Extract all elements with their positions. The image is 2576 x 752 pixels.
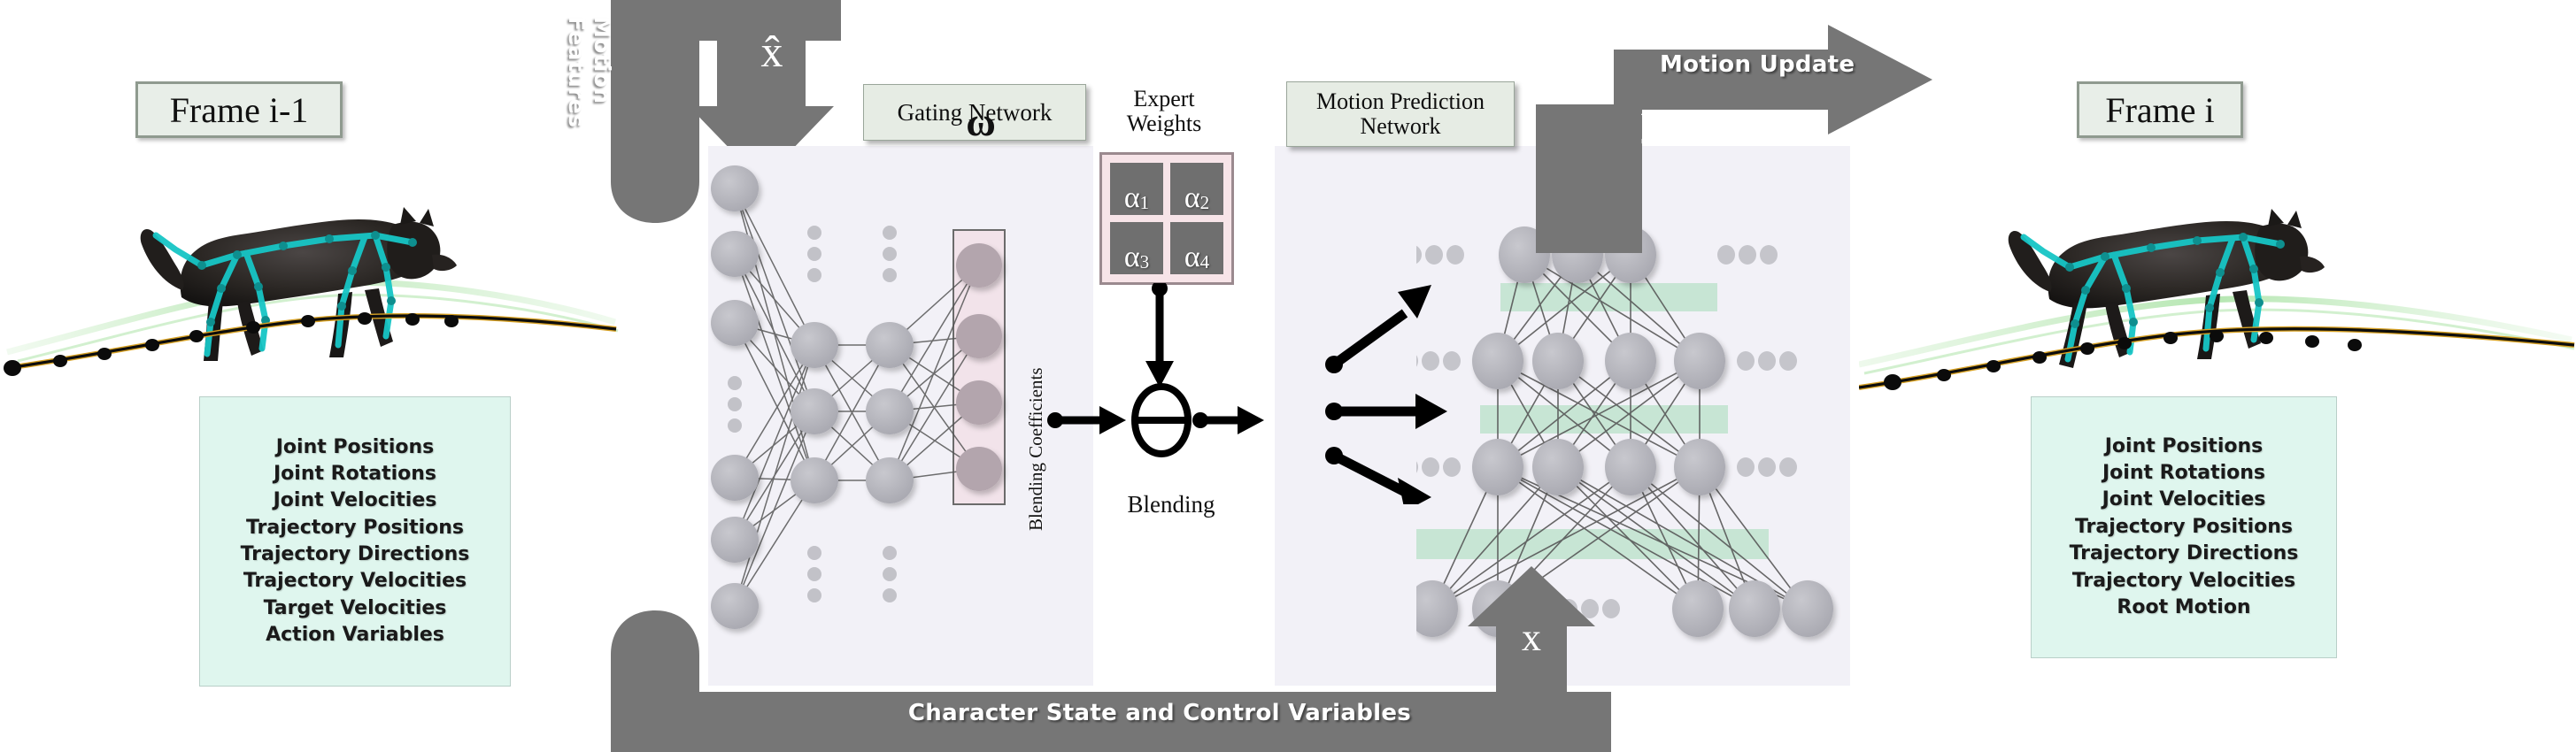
alpha-symbol: α <box>1184 241 1200 273</box>
feature-item: Trajectory Positions <box>2074 515 2294 538</box>
character-state-label: Character State and Control Variables <box>907 700 1412 726</box>
alpha-symbol: α <box>1123 241 1140 273</box>
feature-item: Joint Velocities <box>2102 488 2266 511</box>
blending-label: Blending <box>1127 490 1215 518</box>
alpha-index: 4 <box>1199 250 1210 272</box>
frame-i-character <box>1859 133 2576 407</box>
input-hat-x-symbol: x̂ <box>760 27 783 76</box>
expert-weights-title: Expert Weights <box>1098 78 1230 145</box>
feature-item: Trajectory Positions <box>245 516 465 539</box>
feature-item: Joint Velocities <box>273 489 437 512</box>
motion-update-label: Motion Update <box>1660 50 1855 78</box>
motion-weight-fanout-arrows <box>1323 265 1483 504</box>
motion-update-flow-arrow <box>1536 25 1934 255</box>
frame-i-minus-1-character <box>0 133 620 407</box>
feature-item: Joint Positions <box>275 435 435 458</box>
omega-symbol: ω <box>966 98 996 144</box>
alpha-index: 1 <box>1139 191 1150 213</box>
feature-item: Action Variables <box>266 624 444 647</box>
state-x-symbol: x <box>1522 615 1541 659</box>
frame-i-minus-1-feature-list: Joint Positions Joint Rotations Joint Ve… <box>199 396 511 687</box>
feature-item: Joint Positions <box>2104 434 2264 457</box>
motion-prediction-title-line2: Network <box>1360 113 1441 139</box>
gating-network-graph <box>708 146 1093 686</box>
motion-features-flow-arrow <box>611 0 876 230</box>
alpha-index: 2 <box>1199 191 1210 213</box>
frame-i-minus-1-title: Frame i-1 <box>169 89 309 130</box>
expert-weights-title-line1: Expert <box>1133 86 1195 112</box>
feature-item: Trajectory Directions <box>240 543 470 565</box>
gating-network-title-plate: Gating Network <box>863 84 1086 141</box>
feature-item: Joint Rotations <box>2102 462 2266 485</box>
alpha-symbol: α <box>1123 181 1140 214</box>
frame-i-minus-1-title-box: Frame i-1 <box>135 81 343 138</box>
feature-item: Trajectory Velocities <box>243 570 467 593</box>
frame-i-title-box: Frame i <box>2077 81 2243 138</box>
feature-item: Target Velocities <box>263 596 447 619</box>
feature-item: Joint Rotations <box>273 462 437 485</box>
feature-item: Root Motion <box>2117 595 2251 618</box>
frame-i-feature-list: Joint Positions Joint Rotations Joint Ve… <box>2031 396 2337 658</box>
frame-i-title: Frame i <box>2105 89 2215 130</box>
feature-item: Trajectory Directions <box>2069 542 2299 565</box>
feature-item: Trajectory Velocities <box>2071 569 2296 592</box>
motion-prediction-title-line1: Motion Prediction <box>1316 88 1485 115</box>
character-state-flow-arrow <box>611 566 1611 752</box>
blending-arrows <box>1027 283 1310 469</box>
output-y-symbol: y <box>1640 95 1663 144</box>
alpha-symbol: α <box>1184 181 1200 214</box>
alpha-index: 3 <box>1139 250 1150 272</box>
motion-prediction-network-title-plate: Motion Prediction Network <box>1286 81 1515 147</box>
expert-weights-title-line2: Weights <box>1126 111 1202 136</box>
gating-network-title: Gating Network <box>897 98 1053 126</box>
motion-features-label: Motion Features <box>564 16 615 128</box>
motion-prediction-network-graph <box>1416 159 1850 686</box>
